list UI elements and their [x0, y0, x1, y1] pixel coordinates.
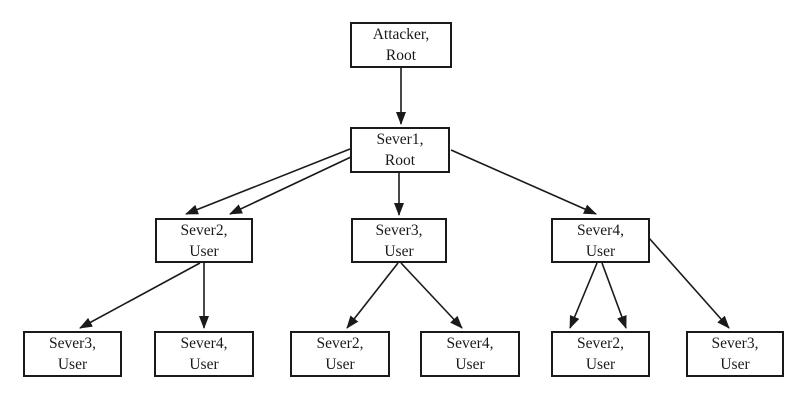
node-label: Sever2, [180, 221, 228, 239]
node-label: Root [385, 47, 417, 64]
node-label: User [57, 356, 88, 373]
node-label: Sever3, [49, 335, 96, 352]
edge-msever4-to-bsever2-a [569, 262, 598, 329]
edge-msever2-to-bsever3 [79, 262, 201, 329]
edge-sever1-to-sever4 [450, 149, 597, 215]
node-label: Attacker, [372, 26, 430, 43]
edge-msever4-to-bsever2-b [601, 262, 627, 329]
node-attacker-root: Attacker, Root [350, 22, 452, 68]
edge-sever1-to-sever2-a [185, 148, 351, 215]
node-sever2-user-bottom-3: Sever2, User [290, 331, 390, 377]
node-sever1-root: Sever1, Root [350, 127, 450, 173]
node-label: Sever3, [375, 221, 423, 239]
node-label: User [325, 356, 355, 373]
edge-sever1-to-sever2-b [229, 156, 352, 215]
node-label: User [189, 242, 219, 260]
node-label: Sever1, [376, 131, 424, 148]
node-sever3-user-bottom-1: Sever3, User [23, 331, 122, 377]
node-label: Sever2, [316, 335, 364, 352]
node-sever2-user-bottom-5: Sever2, User [551, 331, 650, 377]
node-label: User [189, 356, 219, 373]
node-sever4-user-mid: Sever4, User [551, 218, 650, 263]
node-label: User [585, 356, 616, 373]
node-label: Sever4, [577, 221, 624, 239]
node-label: User [720, 356, 750, 373]
node-label: Sever4, [446, 335, 494, 352]
node-label: User [384, 242, 414, 260]
node-sever4-user-bottom-2: Sever4, User [154, 331, 254, 377]
node-label: Sever2, [577, 335, 624, 352]
node-sever3-user-bottom-6: Sever3, User [686, 331, 784, 377]
node-sever2-user-mid: Sever2, User [155, 218, 253, 263]
edge-msever3-to-bsever2 [346, 262, 399, 329]
node-sever4-user-bottom-4: Sever4, User [420, 331, 520, 377]
node-label: Sever3, [711, 335, 759, 352]
node-label: User [455, 356, 485, 373]
node-sever3-user-mid: Sever3, User [351, 218, 447, 263]
node-label: User [585, 242, 616, 260]
node-label: Sever4, [180, 335, 228, 352]
edge-msever3-to-bsever4 [400, 262, 463, 329]
node-label: Root [384, 152, 416, 169]
edge-msever4-to-bsever3 [648, 237, 730, 329]
